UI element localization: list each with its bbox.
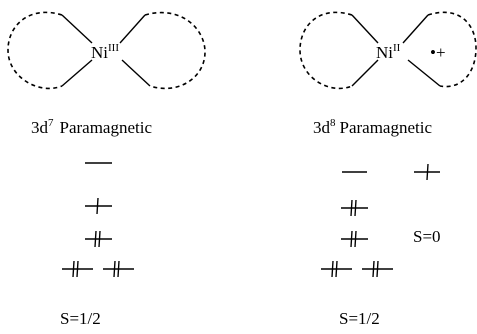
left-orbital-low-a-arrow-up <box>72 260 75 278</box>
right-orbital-paired-1-arrow-down <box>354 199 357 217</box>
left-complex: NiIII <box>7 11 206 90</box>
right-orbital-paired-2-arrow-down <box>354 230 357 248</box>
left-config-main: 3d <box>31 118 49 137</box>
right-config-main: 3d <box>313 118 331 137</box>
left-bond-upper-right <box>119 14 146 44</box>
radical-orbital-arrow <box>426 163 429 181</box>
right-ni-label: Ni <box>376 43 393 62</box>
left-orbital-paired-arrow-up <box>94 230 97 248</box>
right-bond-lower-left <box>351 59 379 87</box>
right-ni-oxidation: II <box>393 42 401 54</box>
right-bond-lower-right <box>407 59 441 87</box>
right-orbital-paired-1-arrow-up <box>350 199 353 217</box>
right-orbital-low-b-arrow-down <box>376 260 379 278</box>
right-ni-spin-label: S=0 <box>413 227 441 246</box>
left-configuration-label: 3d7 Paramagnetic <box>31 117 152 137</box>
right-ligand-right-loop <box>427 11 477 88</box>
left-orbital-single-arrow <box>96 197 99 215</box>
left-spin-label: S=1/2 <box>60 309 101 328</box>
left-orbital-diagram <box>62 162 134 278</box>
right-spin-label: S=1/2 <box>339 309 380 328</box>
right-config-desc: Paramagnetic <box>340 118 433 137</box>
left-config-exponent: 7 <box>48 117 54 129</box>
svg-text:NiIII: NiIII <box>91 42 119 62</box>
right-bond-upper-left <box>351 14 379 44</box>
left-orbital-low-a-arrow-down <box>76 260 79 278</box>
left-orbital-low-b-arrow-up <box>113 260 116 278</box>
left-ni-label: Ni <box>91 43 108 62</box>
right-config-exponent: 8 <box>330 117 336 129</box>
right-orbital-low-a-arrow-down <box>335 260 338 278</box>
right-complex: NiII •+ <box>299 11 477 90</box>
left-ligand-right-loop <box>144 11 206 90</box>
left-bond-lower-right <box>121 59 151 87</box>
right-orbital-low-b-arrow-up <box>372 260 375 278</box>
right-bond-upper-right <box>402 14 429 44</box>
right-orbital-paired-2-arrow-up <box>350 230 353 248</box>
left-bond-lower-left <box>61 59 93 87</box>
svg-text:NiII: NiII <box>376 42 401 62</box>
left-orbital-low-b-arrow-down <box>117 260 120 278</box>
left-ligand-left-loop <box>7 11 63 90</box>
right-orbital-low-a-arrow-up <box>331 260 334 278</box>
right-ligand-left-loop <box>299 11 353 90</box>
radical-orbital <box>414 163 440 181</box>
right-configuration-label: 3d8 Paramagnetic <box>313 117 432 137</box>
right-orbital-diagram <box>321 171 393 278</box>
left-bond-upper-left <box>61 14 93 44</box>
left-config-desc: Paramagnetic <box>60 118 153 137</box>
right-radical-cation: •+ <box>430 43 446 62</box>
left-orbital-paired-arrow-down <box>98 230 101 248</box>
left-ni-oxidation: III <box>108 42 119 54</box>
